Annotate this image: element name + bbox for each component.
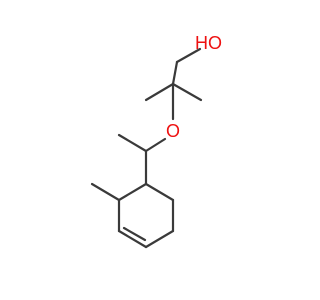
molecule-structure: HO O (90, 33, 222, 249)
bond-o-ch (144, 137, 167, 153)
ring-double-bond-inner (122, 226, 147, 242)
ether-oxygen-label: O (166, 121, 180, 141)
ring-bond-6 (117, 182, 148, 202)
bond-ring-methyl (90, 182, 121, 202)
ring-bond-1 (144, 182, 175, 202)
bond-cquat-ch2 (171, 60, 179, 86)
molecule-canvas: HO O (90, 33, 222, 249)
hydroxyl-label: HO (195, 33, 222, 53)
bond-cquat-methyl-right (171, 82, 203, 102)
bond-cquat-methyl-left (144, 82, 175, 102)
bond-ch-methyl (117, 133, 148, 153)
ring-bond-3 (144, 229, 175, 249)
ring-double-bond-outer (117, 229, 148, 249)
bond-ch2-oh (175, 47, 202, 64)
